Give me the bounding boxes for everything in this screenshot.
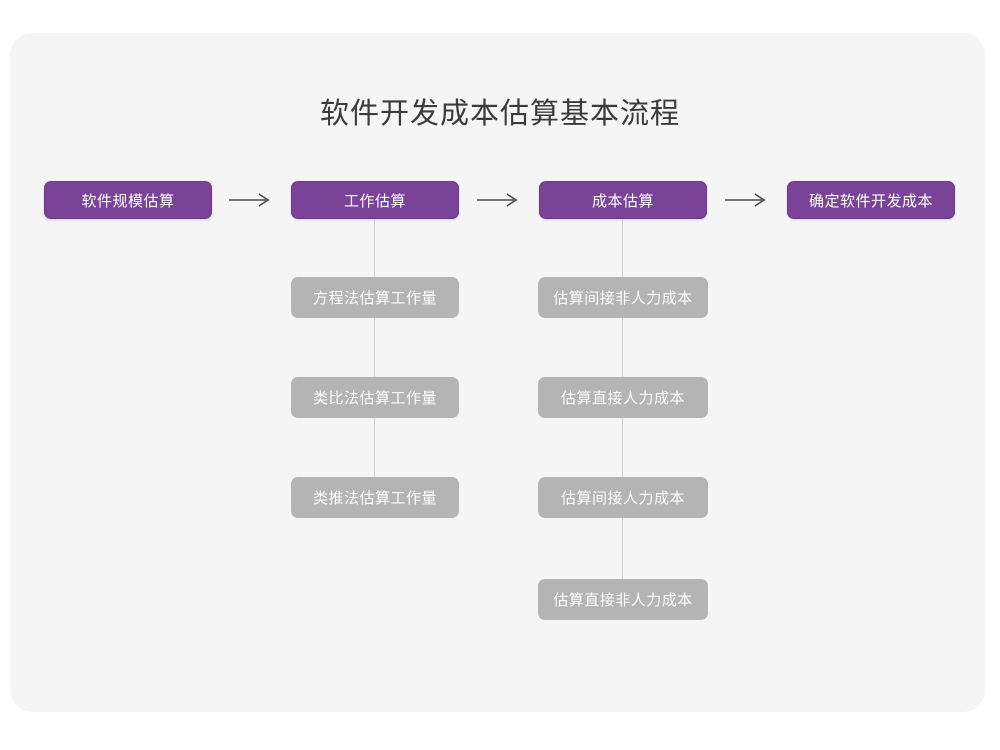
connector-work-1: [374, 218, 375, 280]
substep-node-direct-labor-cost[interactable]: 估算直接人力成本: [538, 377, 708, 418]
page-title: 软件开发成本估算基本流程: [319, 98, 680, 130]
arrow-stage1-to-stage2: [228, 185, 274, 215]
substep-node-indirect-labor-cost[interactable]: 估算间接人力成本: [538, 477, 708, 518]
substep-node-inference-method-effort[interactable]: 类推法估算工作量: [291, 477, 459, 518]
arrow-stage3-to-stage4: [724, 185, 770, 215]
diagram-card: [10, 33, 985, 712]
substep-node-analogy-method-effort[interactable]: 类比法估算工作量: [291, 377, 459, 418]
connector-work-2: [374, 317, 375, 379]
connector-cost-2: [622, 317, 623, 379]
stage-node-determine-development-cost[interactable]: 确定软件开发成本: [787, 181, 955, 219]
substep-node-indirect-nonlabor-cost[interactable]: 估算间接非人力成本: [538, 277, 708, 318]
substep-node-direct-nonlabor-cost[interactable]: 估算直接非人力成本: [538, 579, 708, 620]
stage-node-work-estimation[interactable]: 工作估算: [291, 181, 459, 219]
stage-node-cost-estimation[interactable]: 成本估算: [539, 181, 707, 219]
connector-cost-1: [622, 218, 623, 280]
substep-node-equation-method-effort[interactable]: 方程法估算工作量: [291, 277, 459, 318]
connector-work-3: [374, 417, 375, 479]
connector-cost-4: [622, 517, 623, 579]
stage-node-software-scale-estimation[interactable]: 软件规模估算: [44, 181, 212, 219]
connector-cost-3: [622, 417, 623, 479]
arrow-stage2-to-stage3: [476, 185, 522, 215]
